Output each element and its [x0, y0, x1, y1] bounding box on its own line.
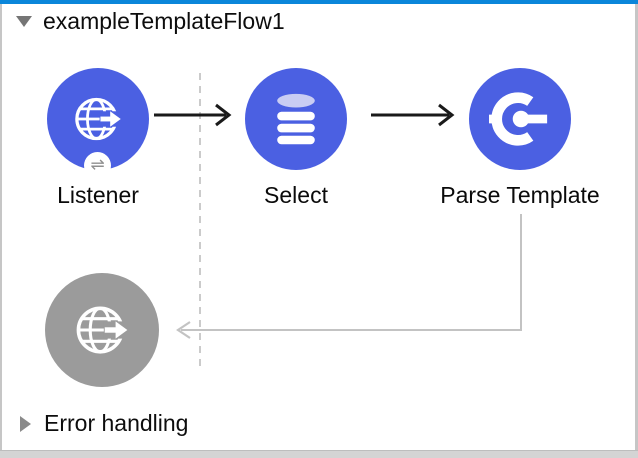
collapse-triangle-icon[interactable] — [16, 16, 32, 27]
request-node-circle[interactable] — [45, 273, 159, 387]
node-request-disabled — [45, 273, 159, 387]
flow-connector-1 — [154, 103, 232, 127]
select-node-circle[interactable] — [245, 68, 347, 170]
expand-triangle-icon[interactable] — [20, 415, 31, 432]
right-border — [635, 4, 638, 450]
node-label: Parse Template — [440, 182, 600, 208]
database-icon — [272, 93, 320, 146]
response-connector-horizontal — [181, 329, 522, 331]
node-select: Select — [245, 68, 347, 208]
left-border — [0, 4, 2, 450]
horizontal-scrollbar-track[interactable] — [0, 450, 638, 458]
flow-connector-2 — [371, 103, 455, 127]
node-listener: ⇌ Listener — [47, 68, 149, 208]
flow-title: exampleTemplateFlow1 — [43, 8, 285, 34]
response-connector-arrowhead — [176, 321, 191, 339]
globe-arrow-icon — [73, 301, 131, 359]
node-label: Listener — [57, 182, 139, 208]
parse-template-node-circle[interactable] — [469, 68, 571, 170]
error-handling-title: Error handling — [44, 410, 189, 436]
node-label: Select — [264, 182, 328, 208]
swap-icon: ⇌ — [84, 152, 111, 179]
flow-header: exampleTemplateFlow1 — [16, 8, 285, 35]
listener-node-circle[interactable]: ⇌ — [47, 68, 149, 179]
response-connector-vertical — [520, 214, 522, 330]
mule-core-icon — [489, 88, 551, 150]
source-separator-line — [199, 73, 201, 371]
error-handling-header: Error handling — [20, 410, 188, 437]
editor-accent-bar — [0, 0, 638, 4]
node-parse-template: Parse Template — [440, 68, 600, 208]
globe-arrow-icon — [72, 93, 124, 145]
